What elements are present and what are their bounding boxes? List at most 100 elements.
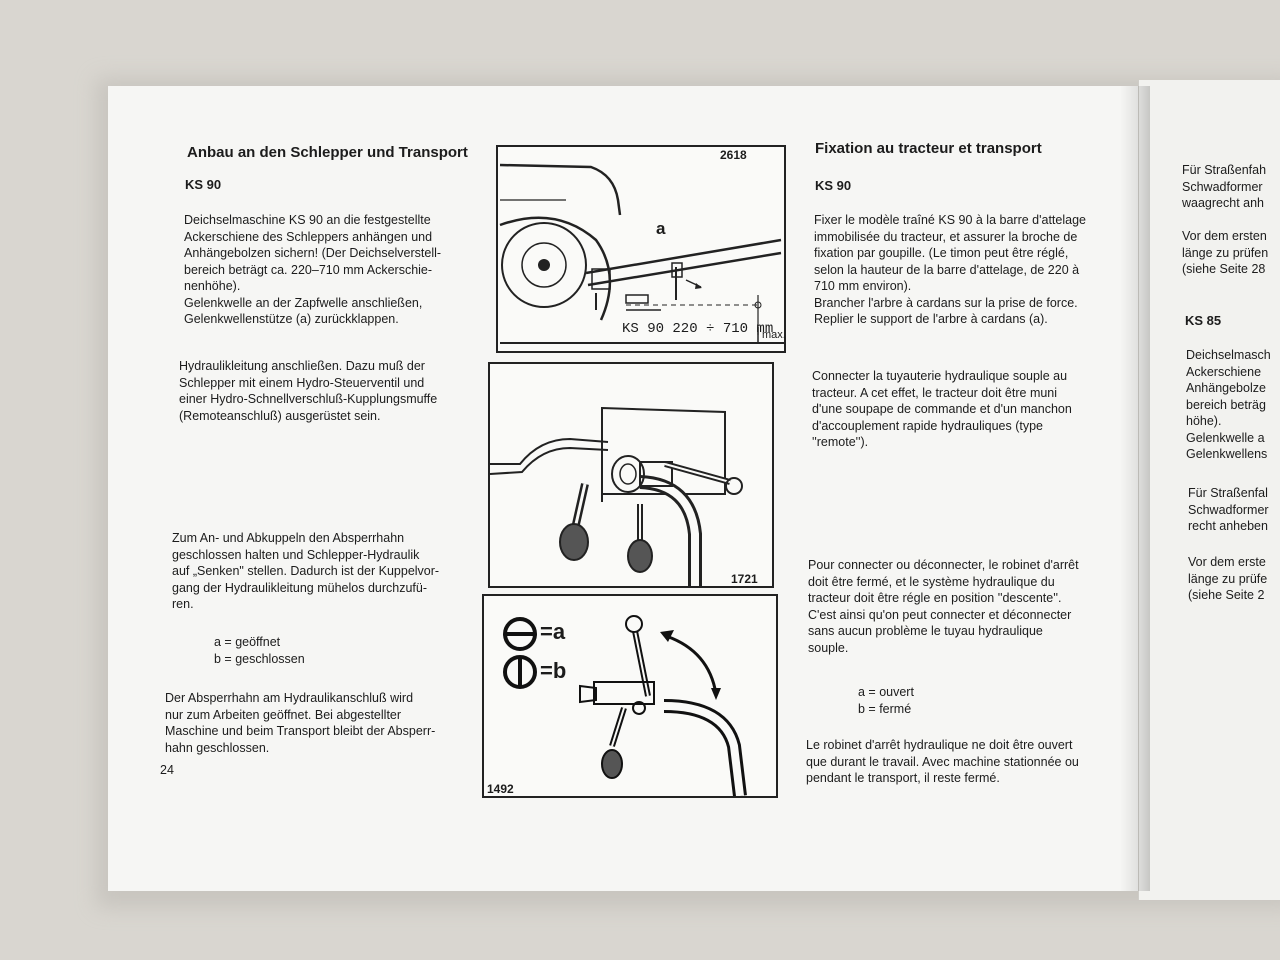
french-para-1: Fixer le modèle traîné KS 90 à la barre … <box>814 212 1086 328</box>
french-para-2: Connecter la tuyauterie hydraulique soup… <box>812 368 1072 451</box>
text-line: 710 mm environ). <box>814 279 912 293</box>
text-line: Für Straßenfah <box>1182 163 1267 177</box>
text-line: doit être fermé, et le système hydrauliq… <box>808 574 1055 589</box>
hydraulic-coupling-drawing <box>490 406 743 586</box>
german-legend: a = geöffnet b = geschlossen <box>214 634 305 667</box>
text-line: Deichselmasch <box>1186 348 1271 362</box>
label-a: a <box>656 219 666 238</box>
text-line: waagrecht anh <box>1182 196 1265 210</box>
french-para-3: Pour connecter ou déconnecter, le robine… <box>808 557 1079 656</box>
legend-line: b = geschlossen <box>214 651 305 666</box>
text-line: (Remoteanschluß) ausgerüstet sein. <box>179 408 381 423</box>
text-line: Brancher l'arbre à cardans sur la prise … <box>814 295 1078 310</box>
legend-line: b = fermé <box>858 701 912 716</box>
text-line: d'accouplement rapide hydrauliques (type <box>812 418 1043 433</box>
text-line: d'une soupape de commande et d'un mancho… <box>812 402 1072 416</box>
text-line: höhe). <box>1186 414 1222 428</box>
figure-valve-positions: =a =b 1492 <box>482 594 778 798</box>
text-line: Schwadformer <box>1188 502 1269 517</box>
text-line: Vor dem ersten <box>1182 229 1267 243</box>
text-line: (siehe Seite 28 <box>1182 262 1266 276</box>
text-line: Deichselmaschine KS 90 an die festgestel… <box>184 213 431 227</box>
next-page-para-3: Deichselmasch Ackerschiene Anhängebolze … <box>1186 347 1280 463</box>
manual-page-right <box>1138 80 1280 900</box>
french-model: KS 90 <box>815 178 852 193</box>
text-line: souple. <box>808 640 849 655</box>
dimension-label: KS 90 220 ÷ 710 mm <box>622 321 774 337</box>
text-line: C'est ainsi qu'on peut connecter et déco… <box>808 607 1072 622</box>
text-line: Ackerschiene des Schleppers anhängen und <box>184 229 433 244</box>
text-line: Replier le support de l'arbre à cardans … <box>814 312 1048 326</box>
german-para-3: Zum An- und Abkuppeln den Absperrhahn ge… <box>172 530 439 613</box>
closed-symbol-label: =b <box>540 658 567 683</box>
text-line: Vor dem erste <box>1188 555 1266 569</box>
next-page-para-4: Für Straßenfal Schwadformer recht anhebe… <box>1188 485 1280 535</box>
german-para-1: Deichselmaschine KS 90 an die festgestel… <box>184 212 441 328</box>
text-line: Gelenkwelle a <box>1186 430 1265 445</box>
text-line: Der Absperrhahn am Hydraulikanschluß wir… <box>165 691 414 705</box>
text-line: auf „Senken" stellen. Dadurch ist der Ku… <box>172 564 440 578</box>
text-line: Pour connecter ou déconnecter, le robine… <box>808 558 1079 572</box>
figure-number: 2618 <box>720 148 747 162</box>
text-line: tracteur. A cet effet, le tracteur doit … <box>812 385 1058 400</box>
text-line: pendant le transport, il reste fermé. <box>806 771 1000 785</box>
text-line: Gelenkwellens <box>1186 447 1268 461</box>
text-line: Gelenkwellenstütze (a) zurückklappen. <box>184 312 399 326</box>
next-page-model: KS 85 <box>1185 313 1222 328</box>
text-line: ''remote''). <box>812 435 869 449</box>
tractor-hitch-drawing <box>496 145 786 353</box>
german-para-4: Der Absperrhahn am Hydraulikanschluß wir… <box>165 690 435 756</box>
text-line: immobilisée du tracteur, et assurer la b… <box>814 229 1078 244</box>
open-symbol-label: =a <box>540 619 566 644</box>
text-line: Schwadformer <box>1182 179 1263 194</box>
text-line: nenhöhe). <box>184 279 241 293</box>
text-line: recht anheben <box>1188 519 1268 533</box>
text-line: Connecter la tuyauterie hydraulique soup… <box>812 369 1068 383</box>
german-model: KS 90 <box>185 177 222 192</box>
text-line: Zum An- und Abkuppeln den Absperrhahn <box>172 531 405 545</box>
page-gutter <box>1120 86 1150 891</box>
text-line: ren. <box>172 597 194 611</box>
text-line: nur zum Arbeiten geöffnet. Bei abgestell… <box>165 707 402 722</box>
figure-hydraulic-coupling: 1721 <box>488 362 774 588</box>
valve-positions-drawing <box>503 615 747 796</box>
text-line: gang der Hydraulikleitung mühelos durchz… <box>172 580 428 595</box>
text-line: Anhängebolzen sichern! (Der Deichselvers… <box>184 246 442 260</box>
page-number: 24 <box>160 763 174 777</box>
text-line: Ackerschiene <box>1186 364 1262 379</box>
text-line: Fixer le modèle traîné KS 90 à la barre … <box>814 213 1086 227</box>
french-title: Fixation au tracteur et transport <box>815 140 1042 157</box>
text-line: que durant le travail. Avec machine stat… <box>806 754 1079 769</box>
figure-tractor-hitch: 2618 a KS 90 220 ÷ 710 mm max. <box>496 145 786 353</box>
text-line: selon la hauteur de la barre d'attelage,… <box>814 262 1080 277</box>
french-para-4: Le robinet d'arrêt hydraulique ne doit ê… <box>806 737 1079 787</box>
text-line: tracteur doit être régle en position ''d… <box>808 591 1062 605</box>
french-legend: a = ouvert b = fermé <box>858 684 914 717</box>
legend-line: a = ouvert <box>858 685 914 699</box>
max-label: max. <box>762 329 786 341</box>
text-line: länge zu prüfe <box>1188 571 1268 586</box>
german-title: Anbau an den Schlepper und Transport <box>187 144 468 161</box>
text-line: Anhängebolze <box>1186 381 1266 395</box>
text-line: Für Straßenfal <box>1188 486 1268 500</box>
text-line: Hydraulikleitung anschließen. Dazu muß d… <box>179 359 425 373</box>
figure-number: 1721 <box>731 572 758 586</box>
text-line: Maschine und beim Transport bleibt der A… <box>165 724 436 738</box>
text-line: Schlepper mit einem Hydro-Steuerventil u… <box>179 375 425 390</box>
legend-line: a = geöffnet <box>214 635 281 649</box>
text-line: hahn geschlossen. <box>165 740 270 755</box>
text-line: geschlossen halten und Schlepper-Hydraul… <box>172 547 420 562</box>
next-page-para-5: Vor dem erste länge zu prüfe (siehe Seit… <box>1188 554 1280 604</box>
text-line: sans aucun problème le tuyau hydraulique <box>808 624 1043 638</box>
german-para-2: Hydraulikleitung anschließen. Dazu muß d… <box>179 358 437 424</box>
figure-number: 1492 <box>487 782 514 796</box>
next-page-para-1: Für Straßenfah Schwadformer waagrecht an… <box>1182 162 1280 212</box>
text-line: (siehe Seite 2 <box>1188 588 1265 602</box>
next-page-para-2: Vor dem ersten länge zu prüfen (siehe Se… <box>1182 228 1280 278</box>
text-line: Le robinet d'arrêt hydraulique ne doit ê… <box>806 738 1073 752</box>
text-line: einer Hydro-Schnellverschluß-Kupplungsmu… <box>179 392 438 406</box>
text-line: länge zu prüfen <box>1182 245 1269 260</box>
text-line: bereich beträgt ca. 220–710 mm Ackerschi… <box>184 262 433 277</box>
text-line: Gelenkwelle an der Zapfwelle anschließen… <box>184 295 423 310</box>
text-line: fixation par goupille. (Le timon peut êt… <box>814 246 1069 260</box>
